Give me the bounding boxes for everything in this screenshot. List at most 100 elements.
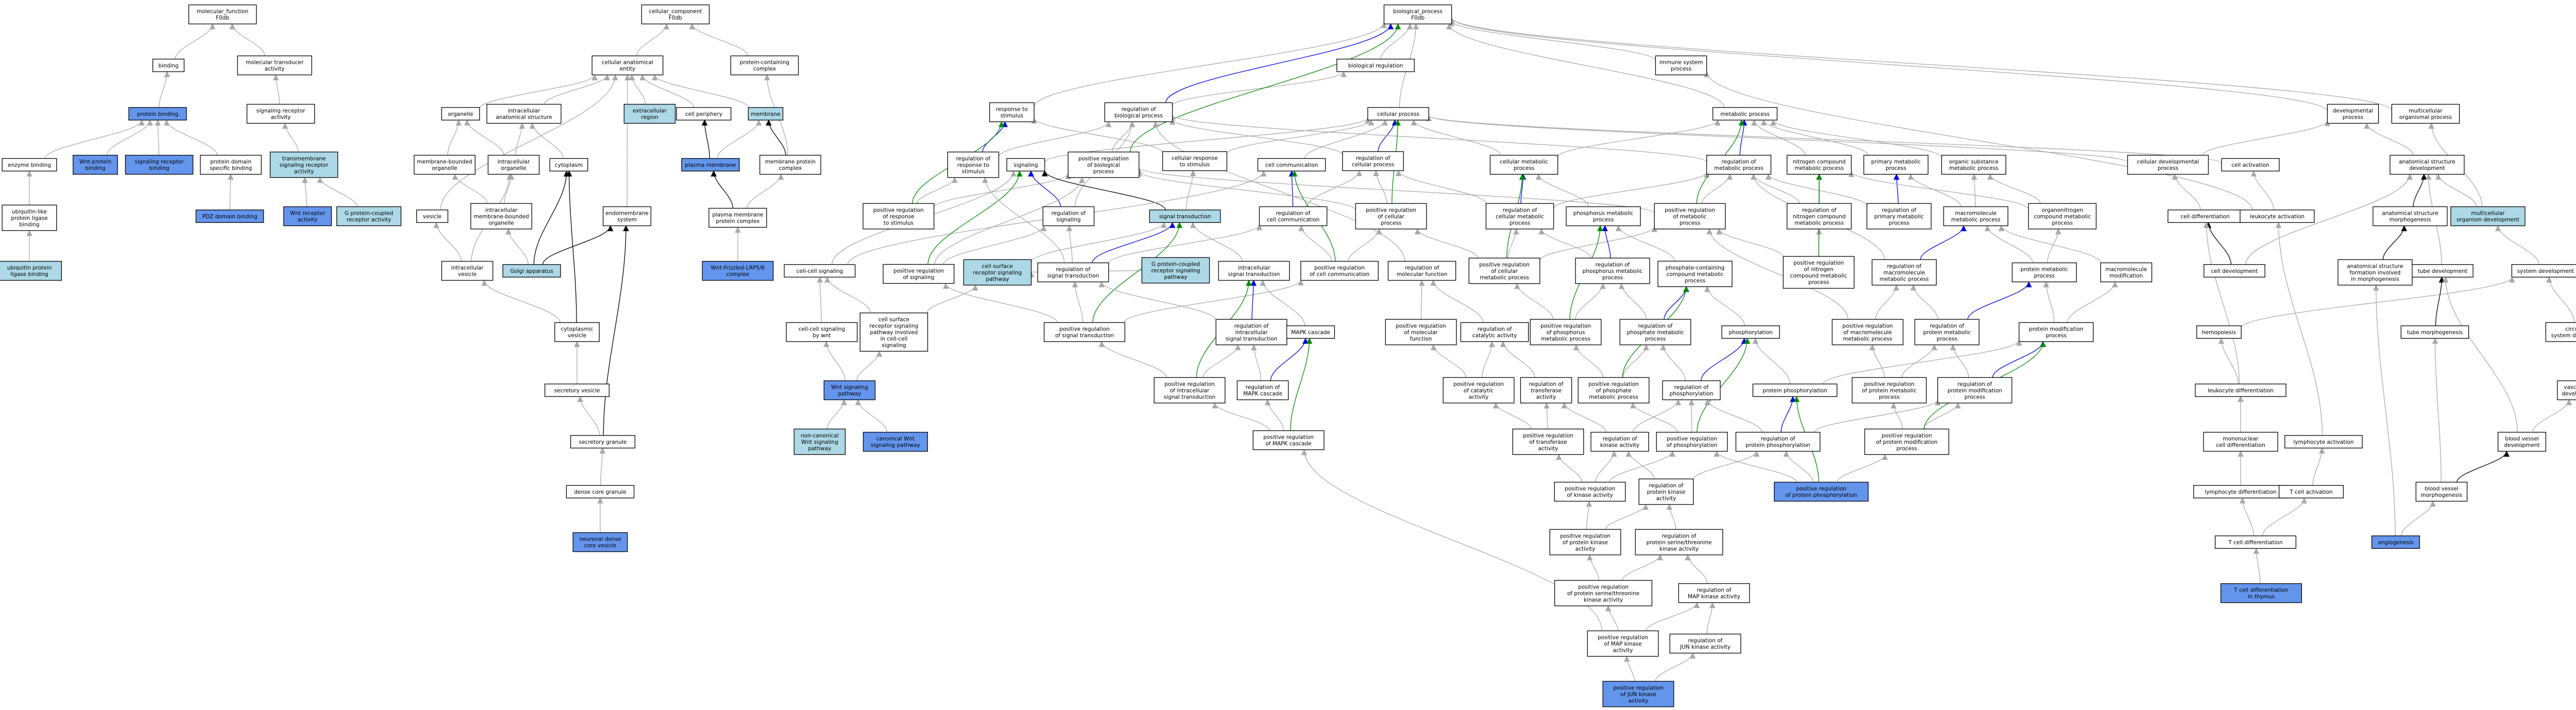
- relation-edge-is-a: [982, 177, 1065, 263]
- relation-edge-is-a: [747, 174, 784, 209]
- term-label-line: blood vessel: [2505, 436, 2538, 442]
- relation-edge-is-a: [1716, 228, 1784, 257]
- term-label-line: mononuclear: [2223, 436, 2259, 442]
- relation-edge-is-a: [1586, 554, 1599, 581]
- term-label-line: regulation of: [1638, 323, 1673, 329]
- term-label-line: regulation of: [1234, 323, 1269, 329]
- relation-edge-part-of: [2205, 222, 2232, 265]
- term-label-line: lymphocyte differentiation: [2205, 489, 2276, 495]
- term-label-line: of cellular: [1491, 268, 1518, 274]
- term-label-line: in thymus: [2248, 594, 2275, 600]
- term-label-line: process: [1602, 274, 1623, 281]
- term-box: [2, 158, 57, 171]
- relation-edge-is-a: [1814, 399, 1941, 432]
- term-label-line: anatomical structure: [2382, 211, 2438, 217]
- relation-edge-is-a: [1646, 602, 1700, 631]
- term-label-line: Wnt-Frizzled-LRP5/6: [711, 265, 765, 271]
- go-term-cell-dev: cell development: [2204, 264, 2265, 278]
- term-label-line: modification: [2109, 273, 2143, 279]
- relation-edge-is-a: [1765, 174, 1868, 206]
- term-label-line: phosphate-containing: [1666, 265, 1725, 271]
- term-box: [2450, 206, 2526, 227]
- term-box: [1752, 384, 1838, 397]
- term-label-line: blood vessel: [2425, 486, 2458, 492]
- term-box: [1852, 377, 1927, 404]
- relation-edge-is-a: [1693, 451, 1760, 480]
- term-label-line: molecular_function: [197, 9, 248, 15]
- relation-edge-regulates: [1992, 341, 2046, 378]
- term-label-line: formation involved: [2350, 270, 2401, 276]
- term-box: [1712, 107, 1778, 120]
- term-label-line: metabolic process: [1879, 276, 1929, 282]
- term-box: [152, 59, 185, 72]
- term-label-line: immune system: [1659, 60, 1703, 66]
- relation-edge-is-a: [1380, 23, 1413, 59]
- term-label-line: protein metabolic: [1923, 330, 1971, 336]
- relation-edge-positively-regulates: [1092, 222, 1183, 323]
- term-box: [2167, 210, 2243, 223]
- go-term-binding: binding: [152, 59, 185, 72]
- term-box: [2011, 262, 2077, 283]
- term-box: [784, 264, 856, 278]
- term-label-line: activity: [1538, 445, 1558, 452]
- term-label-line: biological_process: [1393, 9, 1443, 15]
- term-label-line: regulation of: [1596, 262, 1630, 268]
- relation-edge-is-a: [2203, 222, 2240, 384]
- relation-edge-is-a: [1033, 22, 1387, 107]
- term-box: [2497, 431, 2547, 452]
- go-term-organelle: organelle: [441, 107, 480, 120]
- relation-edge-is-a: [1998, 225, 2102, 263]
- go-term-metabolic: metabolic process: [1712, 107, 1778, 120]
- term-label-line: intracellular: [485, 207, 518, 213]
- relation-edge-is-a: [1190, 222, 1243, 262]
- term-label-line: lymphocyte activation: [2293, 439, 2353, 445]
- term-label-line: regulation of: [1405, 265, 1439, 271]
- relation-edge-is-a: [1618, 283, 1647, 320]
- relation-edge-is-a: [1869, 344, 1885, 378]
- term-box: [1786, 203, 1852, 230]
- term-label-line: regulation of: [956, 155, 991, 162]
- relation-edge-is-a: [1212, 402, 1270, 431]
- term-box: [441, 261, 494, 281]
- relation-edge-is-a: [1136, 170, 1356, 210]
- term-label-line: cellular response: [1172, 155, 1217, 162]
- term-label-line: activity: [1575, 546, 1596, 552]
- term-box: [2196, 325, 2242, 339]
- relation-edge-is-a: [2435, 174, 2477, 207]
- relation-edge-is-a: [2253, 548, 2261, 584]
- relation-edge-positively-regulates: [1130, 23, 1401, 152]
- relation-edge-is-a: [1507, 228, 1519, 258]
- go-term-circ-dev: circulatorysystem development: [2545, 322, 2576, 342]
- term-label-line: anatomical structure: [2347, 263, 2403, 269]
- relation-edge-is-a: [1557, 119, 1721, 158]
- relation-edge-positively-regulates: [927, 170, 1023, 265]
- relation-edge-is-a: [2245, 174, 2413, 265]
- relation-edge-is-a: [1430, 344, 1467, 378]
- relation-edge-is-a: [1172, 71, 1347, 106]
- term-label-line: protein modification: [1947, 388, 2002, 394]
- term-label-line: to stimulus: [884, 220, 913, 226]
- edge-layer: [26, 17, 2575, 682]
- go-term-secretory-granule: secretory granule: [570, 435, 636, 448]
- term-label-line: process: [1671, 66, 1691, 72]
- relation-edge-is-a: [155, 119, 161, 155]
- term-box: [1468, 257, 1540, 284]
